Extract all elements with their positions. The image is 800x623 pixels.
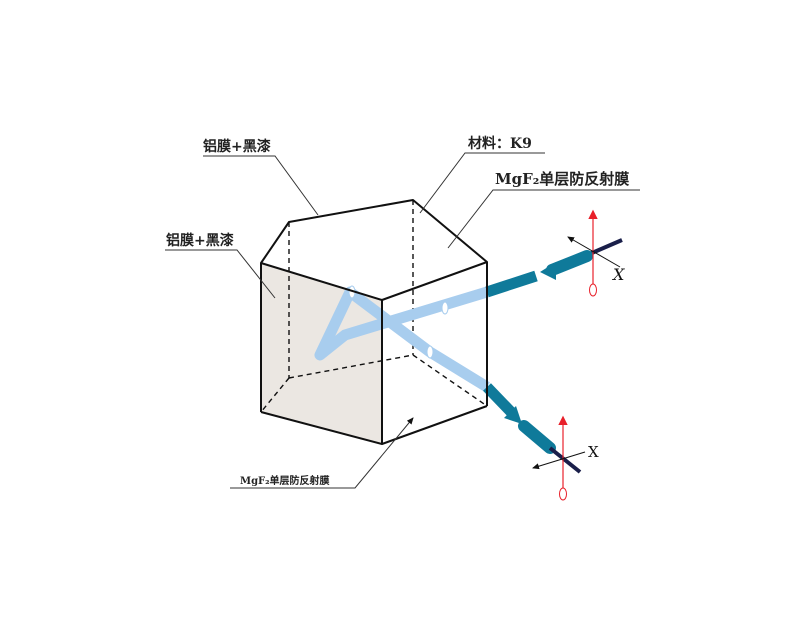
label-material: 材料：K9 bbox=[468, 135, 532, 152]
hidden-edges bbox=[260, 200, 488, 413]
leader-lines bbox=[165, 152, 640, 489]
axis-indicator-bottom: X bbox=[532, 415, 599, 501]
axis-x-top: X bbox=[611, 265, 625, 284]
prism-edges bbox=[260, 199, 488, 445]
light-beam bbox=[314, 238, 623, 474]
label-top-ar-coating: MgF₂单层防反射膜 bbox=[495, 170, 629, 188]
label-left-coating: 铝膜+黑漆 bbox=[166, 232, 234, 249]
axis-x-bottom: X bbox=[588, 443, 599, 461]
axis-indicator-top: X bbox=[567, 209, 625, 297]
label-bottom-ar-coating: MgF₂单层防反射膜 bbox=[240, 474, 330, 487]
label-top-left-coating: 铝膜+黑漆 bbox=[203, 138, 271, 155]
